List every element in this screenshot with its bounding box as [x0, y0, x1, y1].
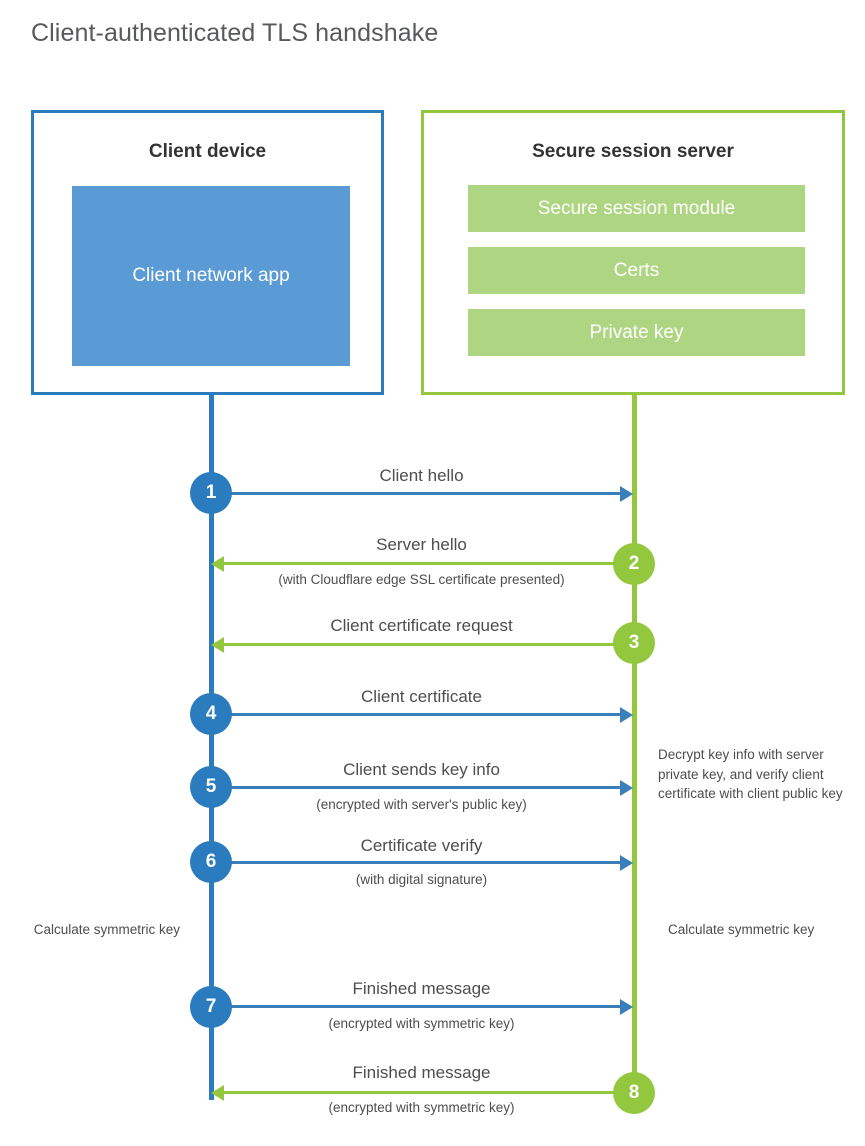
- step-2-label: Server hello: [376, 535, 467, 554]
- note-client-calculate-symmetric-key: Calculate symmetric key: [33, 922, 180, 937]
- client-lifeline: [209, 393, 214, 1100]
- step-1-arrow-line: [211, 492, 620, 495]
- step-6-arrow-head: [620, 855, 633, 871]
- step-3-arrow-line: [224, 643, 633, 646]
- step-4-label: Client certificate: [361, 687, 482, 706]
- step-8-label: Finished message: [352, 1063, 491, 1082]
- step-8-circle: 8: [613, 1072, 655, 1114]
- server-item-certs: Certs: [468, 247, 805, 294]
- page-title: Client-authenticated TLS handshake: [31, 19, 439, 47]
- step-7-arrow-line: [211, 1005, 620, 1008]
- step-8-arrow-head: [211, 1085, 224, 1101]
- step-2-sublabel: (with Cloudflare edge SSL certificate pr…: [278, 572, 565, 587]
- step-1-circle: 1: [190, 472, 232, 514]
- step-6-arrow-line: [211, 861, 620, 864]
- step-5-arrow-head: [620, 780, 633, 796]
- client-network-app-block: Client network app: [72, 186, 350, 366]
- step-4-arrow-line: [211, 713, 620, 716]
- client-device-title: Client device: [148, 141, 267, 162]
- server-lifeline: [632, 393, 637, 1093]
- step-6-sublabel: (with digital signature): [355, 872, 488, 887]
- step-1-label: Client hello: [379, 466, 464, 485]
- step-8-arrow-line: [224, 1091, 633, 1094]
- server-item-secure-session-module: Secure session module: [468, 185, 805, 232]
- client-device-box: Client device Client network app: [31, 110, 384, 395]
- step-5-circle: 5: [190, 766, 232, 808]
- step-4-arrow-head: [620, 707, 633, 723]
- step-3-label: Client certificate request: [330, 616, 513, 635]
- step-1-arrow-head: [620, 486, 633, 502]
- step-3-arrow-head: [211, 637, 224, 653]
- step-5-label: Client sends key info: [343, 760, 500, 779]
- step-6-label: Certificate verify: [360, 836, 483, 855]
- secure-session-server-title: Secure session server: [532, 141, 734, 162]
- step-7-label: Finished message: [352, 979, 491, 998]
- step-6-circle: 6: [190, 841, 232, 883]
- step-7-sublabel: (encrypted with symmetric key): [328, 1016, 515, 1031]
- step-2-circle: 2: [613, 543, 655, 585]
- step-2-arrow-head: [211, 556, 224, 572]
- note-server-calculate-symmetric-key: Calculate symmetric key: [668, 922, 815, 937]
- step-3-circle: 3: [613, 622, 655, 664]
- secure-session-server-box: Secure session server Secure session mod…: [421, 110, 845, 395]
- server-item-private-key: Private key: [468, 309, 805, 356]
- step-7-circle: 7: [190, 986, 232, 1028]
- note-server-decrypt-key-info: Decrypt key info with server private key…: [658, 747, 843, 802]
- step-7-arrow-head: [620, 999, 633, 1015]
- step-8-sublabel: (encrypted with symmetric key): [328, 1100, 515, 1115]
- step-4-circle: 4: [190, 693, 232, 735]
- step-5-sublabel: (encrypted with server's public key): [316, 797, 527, 812]
- step-2-arrow-line: [224, 562, 633, 565]
- step-5-arrow-line: [211, 786, 620, 789]
